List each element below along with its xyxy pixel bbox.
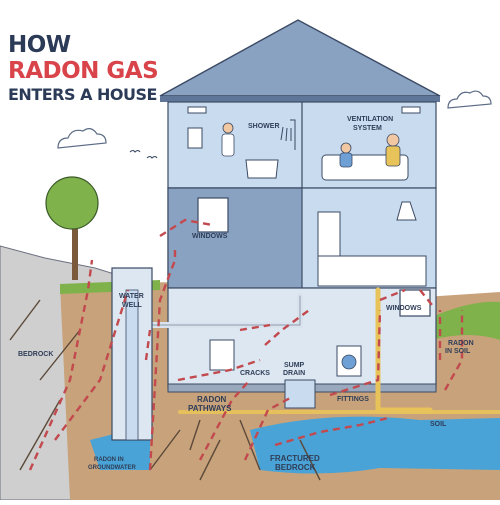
window-icon <box>197 197 229 233</box>
label-cracks: CRACKS <box>240 370 270 377</box>
mirror-icon <box>187 127 203 149</box>
label-soil: SOIL <box>430 421 447 428</box>
fridge-icon <box>317 211 341 257</box>
fracture-lines <box>9 299 321 481</box>
label-water-1: WATER <box>119 293 144 300</box>
label-windows-upper: WINDOWS <box>192 233 228 240</box>
kitchen-counter <box>317 255 427 287</box>
label-shower: SHOWER <box>248 123 280 130</box>
wall-siding <box>167 187 303 289</box>
label-pathways-1: RADON <box>197 395 227 404</box>
label-radon-soil-1: RADON <box>448 340 474 347</box>
label-radon-soil-2: IN SOIL <box>445 348 471 355</box>
bird-icon <box>129 149 158 159</box>
label-fractured-1: FRACTURED <box>270 454 320 463</box>
bathtub-icon <box>245 159 279 179</box>
tree-icon <box>45 176 99 280</box>
label-fractured-2: BEDROCK <box>275 463 316 472</box>
label-groundwater-1: RADON IN <box>94 457 124 463</box>
window-icon <box>399 289 431 317</box>
roof <box>159 19 441 97</box>
house <box>111 19 500 441</box>
vent-icon <box>401 106 421 114</box>
washing-machine-icon <box>336 345 362 377</box>
vent-icon <box>187 106 207 114</box>
boiler-icon <box>209 339 235 371</box>
label-water-2: WELL <box>122 302 143 309</box>
cloud-icon <box>447 90 492 109</box>
radon-arrows <box>28 218 464 471</box>
shower-icon <box>280 119 296 150</box>
sump-drain <box>284 379 316 409</box>
labels: SHOWER VENTILATION SYSTEM WINDOWS WINDOW… <box>18 116 474 472</box>
cloud-icon <box>57 128 107 149</box>
title-line-1: HOW <box>8 32 71 58</box>
label-sump-1: SUMP <box>284 362 305 369</box>
lamp-icon <box>396 201 417 221</box>
title: HOW RADON GAS ENTERS A HOUSE <box>8 32 159 104</box>
label-ventilation-2: SYSTEM <box>353 125 382 132</box>
label-pathways-2: PATHWAYS <box>188 404 232 413</box>
basement <box>167 287 437 389</box>
person-icon <box>339 133 401 168</box>
label-ventilation-1: VENTILATION <box>347 116 393 123</box>
label-fittings: FITTINGS <box>337 396 369 403</box>
label-windows-right: WINDOWS <box>386 305 422 312</box>
title-line-2: RADON GAS <box>8 58 158 84</box>
label-bedrock: BEDROCK <box>18 351 53 358</box>
label-sump-2: DRAIN <box>283 370 305 377</box>
label-groundwater-2: GROUNDWATER <box>88 465 137 471</box>
title-line-3: ENTERS A HOUSE <box>8 85 157 104</box>
pipes <box>147 287 500 414</box>
grass-right <box>430 301 500 340</box>
groundwater <box>250 416 500 474</box>
person-icon <box>221 122 235 157</box>
